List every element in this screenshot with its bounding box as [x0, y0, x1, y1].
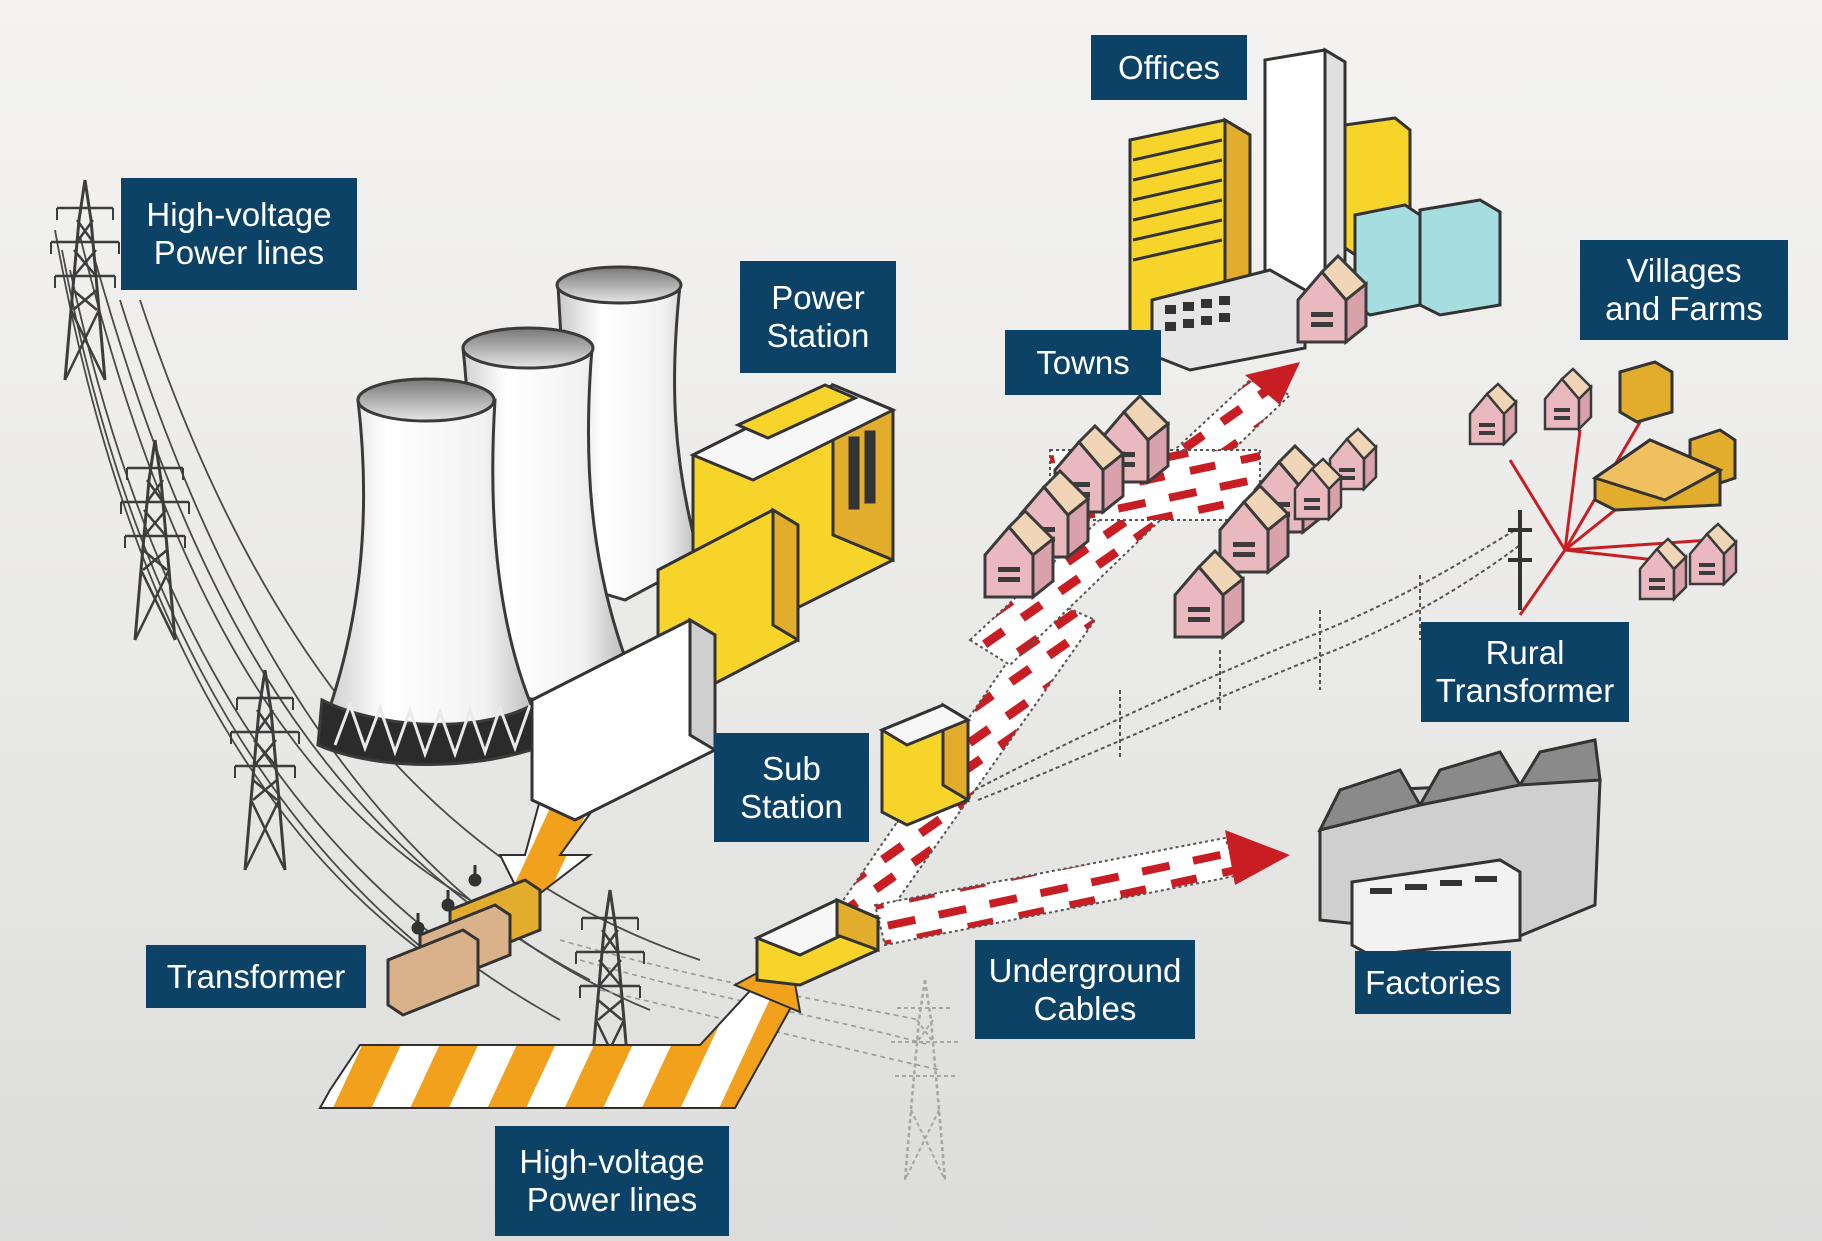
farm-buildings	[1591, 360, 1737, 512]
label-towns-line1: Towns	[1036, 343, 1130, 381]
cooling-towers	[316, 265, 702, 766]
label-hv-power-lines-bottom: High-voltage Power lines	[495, 1126, 729, 1236]
label-towns: Towns	[1005, 330, 1161, 395]
label-underground-cables: Underground Cables	[975, 940, 1195, 1039]
label-villages-and-farms: Villages and Farms	[1580, 240, 1788, 340]
label-rural-transformer: Rural Transformer	[1421, 622, 1629, 722]
sub-station-boxes	[753, 702, 972, 987]
cable-arrowheads	[1225, 362, 1300, 885]
factory-buildings	[1317, 738, 1602, 957]
label-sub-station-line2: Station	[740, 787, 843, 825]
label-transformer: Transformer	[146, 945, 366, 1008]
label-rural-transformer-line2: Transformer	[1435, 672, 1615, 709]
label-hv-power-lines-top: High-voltage Power lines	[121, 178, 357, 290]
office-buildings	[1128, 47, 1502, 372]
rural-transformer-pole	[1508, 510, 1532, 610]
rural-overhead-line	[974, 529, 1521, 801]
pylon-faint	[889, 978, 961, 1182]
label-offices: Offices	[1091, 35, 1247, 100]
label-rural-transformer-line1: Rural	[1485, 634, 1565, 671]
label-underground-cables-line2: Cables	[1033, 989, 1137, 1027]
label-villages-and-farms-line2: and Farms	[1605, 290, 1763, 327]
label-hv-power-lines-top-line2: Power lines	[153, 234, 325, 271]
label-power-station-line1: Power	[771, 279, 865, 316]
label-hv-power-lines-top-line1: High-voltage	[146, 196, 332, 233]
label-sub-station-line1: Sub	[762, 749, 821, 787]
pylon-1	[49, 178, 121, 382]
label-offices-line1: Offices	[1117, 48, 1221, 86]
label-underground-cables-line1: Underground	[988, 951, 1182, 989]
label-transformer-line1: Transformer	[166, 957, 346, 995]
label-hv-power-lines-bottom-line1: High-voltage	[519, 1143, 705, 1180]
label-power-station-line2: Station	[766, 317, 870, 354]
transformer-units	[386, 865, 542, 1017]
label-factories-line1: Factories	[1365, 963, 1501, 1001]
label-villages-and-farms-line1: Villages	[1626, 252, 1742, 289]
label-hv-power-lines-bottom-line2: Power lines	[526, 1181, 698, 1218]
power-station-building	[530, 382, 897, 822]
label-sub-station: Sub Station	[714, 733, 869, 842]
label-factories: Factories	[1355, 951, 1511, 1014]
label-power-station: Power Station	[740, 261, 896, 373]
